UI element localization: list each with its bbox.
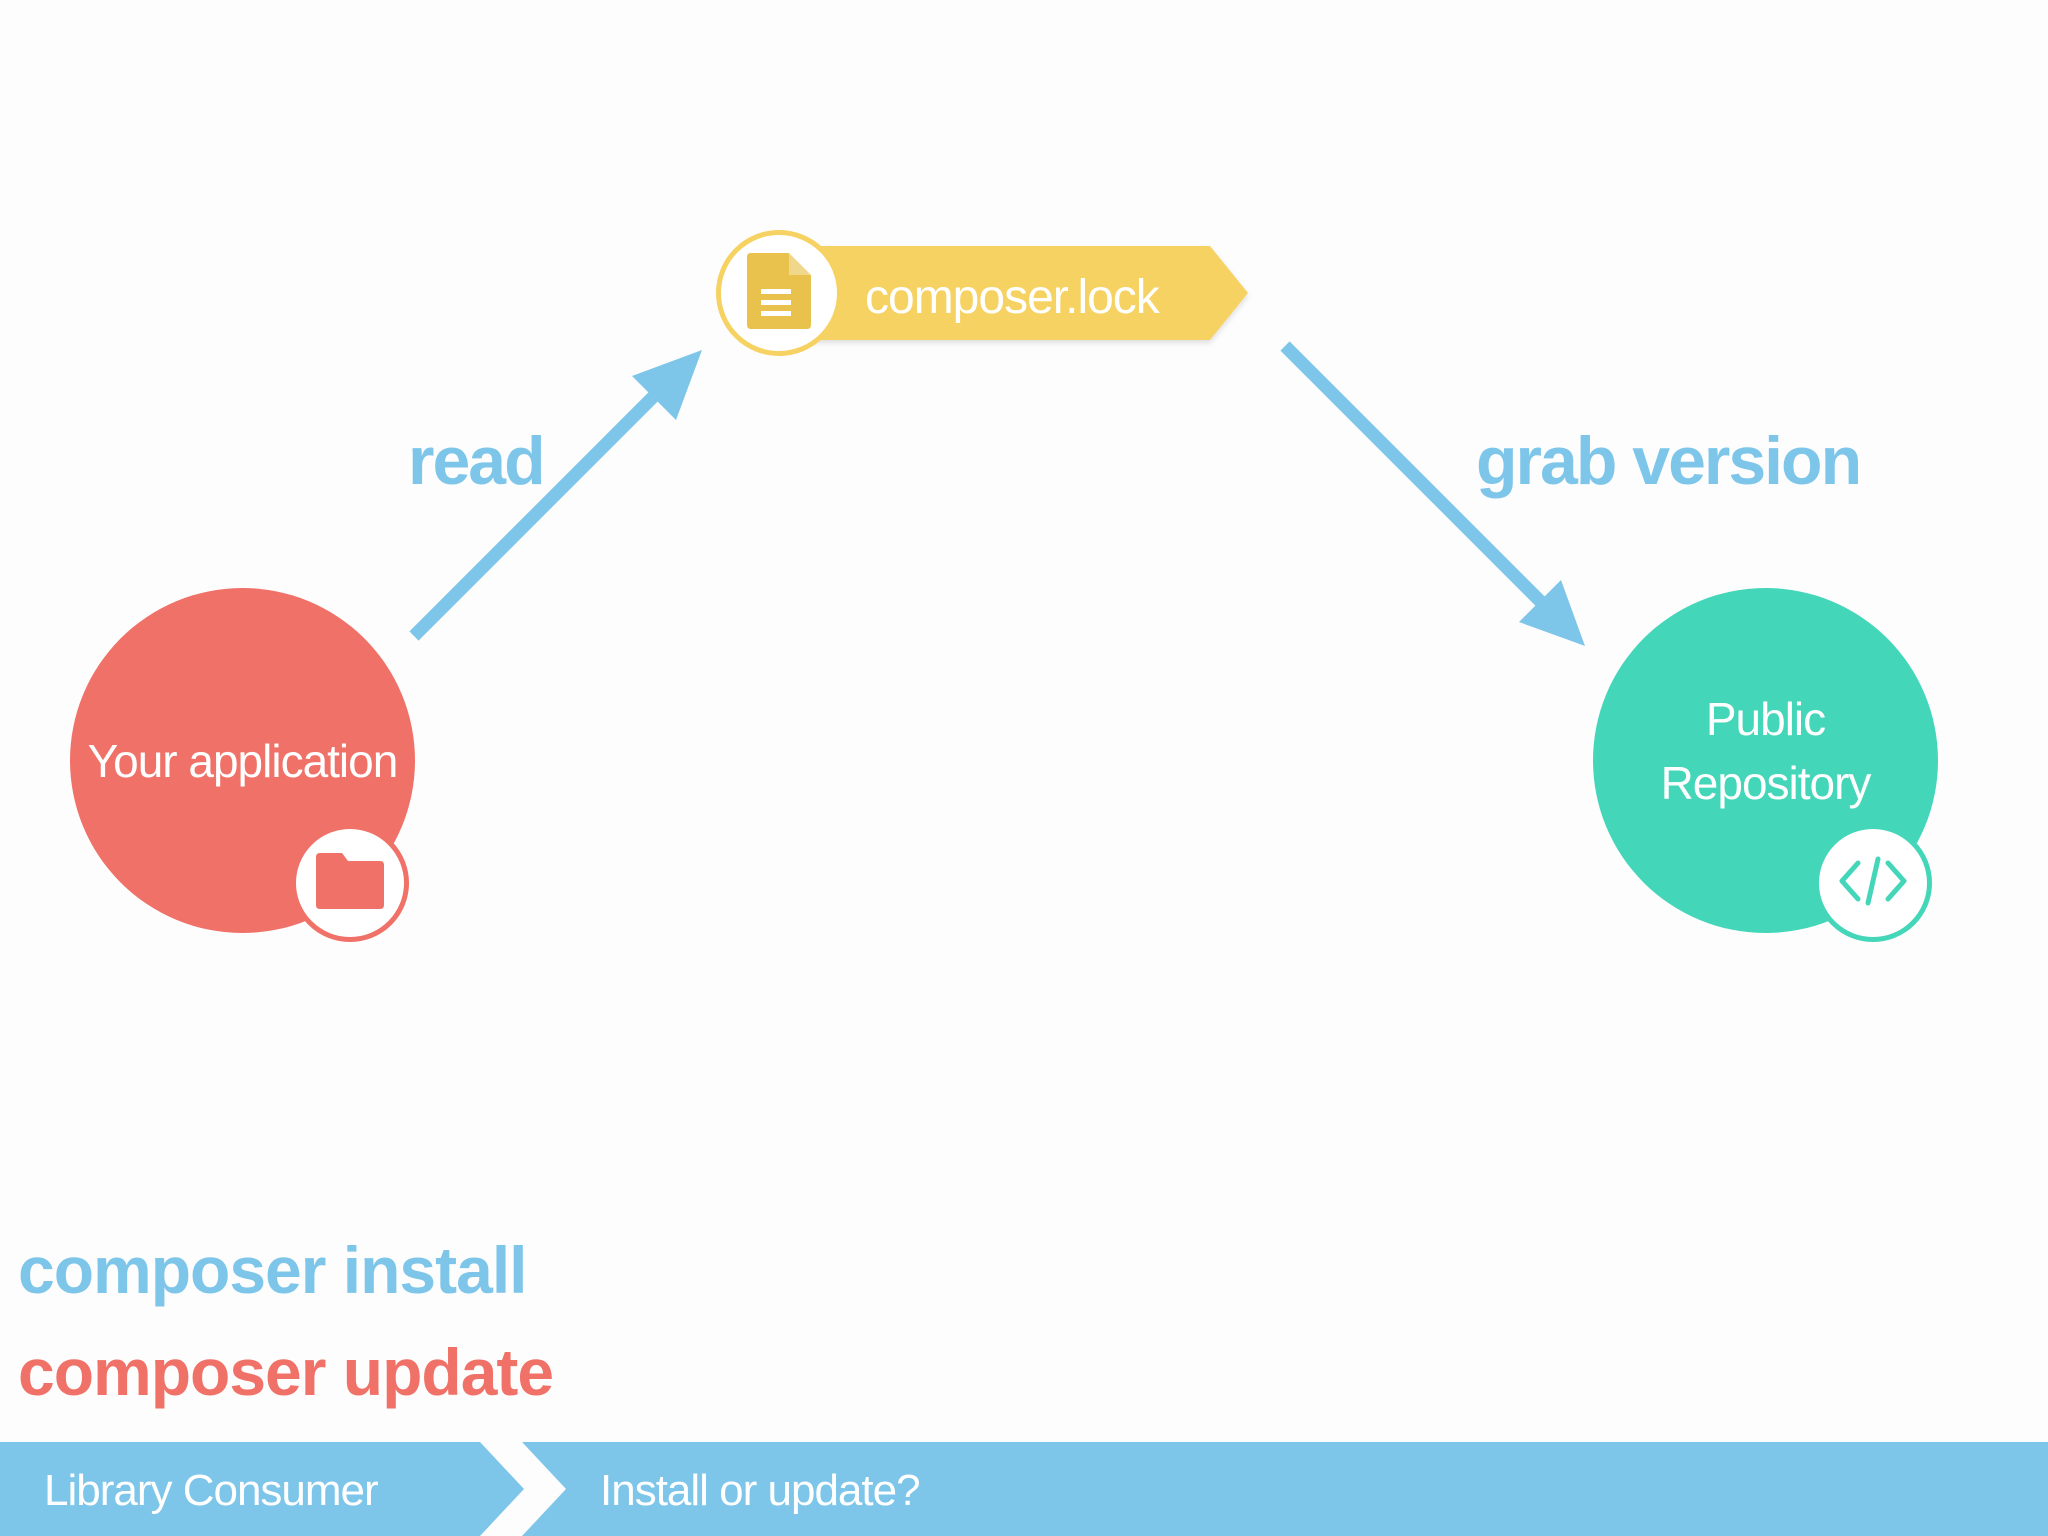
your-application-label: Your application [87,734,399,787]
grab-version-label: grab version [1476,423,1862,499]
composer-install-command: composer install [18,1233,527,1307]
lock-file-label: composer.lock [865,271,1160,324]
repository-badge [1814,824,1932,942]
public-repository-label-line1: Public [1705,692,1826,745]
bottom-bar-section [0,1442,524,1536]
grab-version-arrow [1280,341,1585,646]
folder-icon [316,852,384,914]
read-arrow [409,350,702,641]
read-label: read [408,423,546,499]
lock-banner [790,246,1248,340]
public-repository-node: Public Repository [1593,588,1938,933]
footer-topic-label: Install or update? [600,1466,921,1515]
public-repository-label-line2: Repository [1660,756,1872,809]
application-badge [291,824,409,942]
code-icon [1838,855,1908,912]
footer-section-label: Library Consumer [44,1466,379,1515]
lock-file-badge [716,230,842,356]
composer-update-command: composer update [18,1335,554,1409]
document-icon [747,252,811,334]
bottom-bar-topic [522,1442,2048,1536]
